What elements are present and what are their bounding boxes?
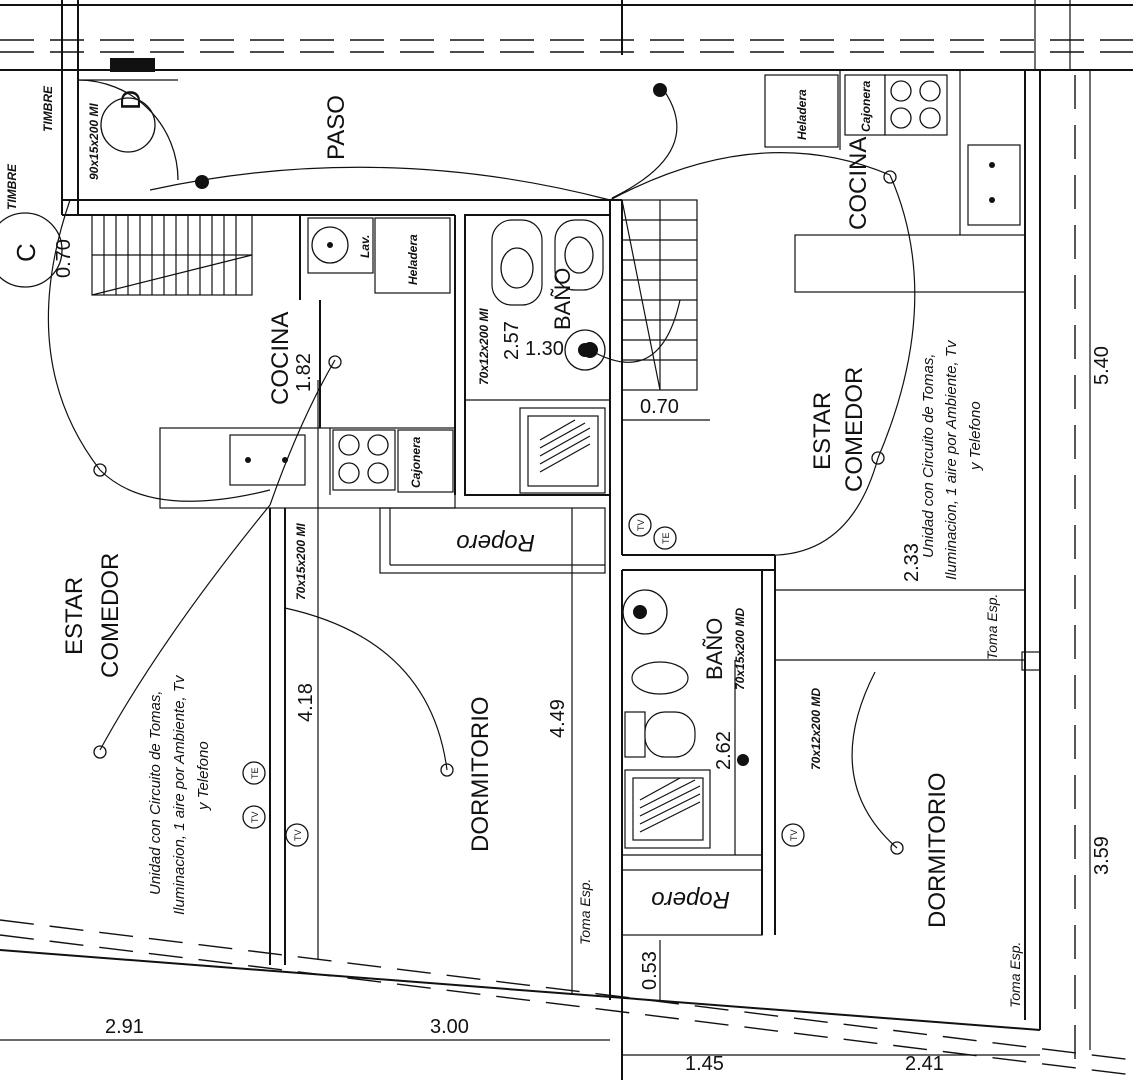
stove-left	[332, 429, 396, 491]
te-2-label: TE	[250, 767, 260, 779]
tv-2-label: TV	[250, 811, 260, 823]
heladera-right	[764, 74, 839, 148]
dim-257: 2.57	[501, 321, 523, 360]
dim-359: 3.59	[1091, 836, 1113, 875]
dim-291: 2.91	[105, 1016, 144, 1038]
tv-4-label: TV	[789, 829, 799, 841]
te-symbol-2	[242, 761, 266, 785]
door-bano1-label: 70x12x200 MI	[477, 308, 491, 385]
text-labels: TIMBRE TIMBRE 90x15x200 MI D C PASO 0.70…	[5, 80, 1113, 1075]
dim-053: 0.53	[639, 951, 661, 990]
dimension-lines	[0, 70, 1091, 1056]
heladera-left	[374, 217, 451, 294]
toma-esp-2: Toma Esp.	[577, 879, 593, 945]
estar-right-1: ESTAR	[809, 392, 836, 470]
cocina-right-label: COCINA	[845, 137, 872, 230]
fixtures	[0, 58, 1021, 849]
dim-241: 2.41	[905, 1053, 944, 1075]
door-bano2-label: 70x15x200 MD	[733, 608, 747, 690]
timbre-left-label: TIMBRE	[5, 163, 19, 210]
tv-symbol-4	[781, 823, 805, 847]
dim-262: 2.62	[713, 731, 735, 770]
door-dorm1-label: 70x15x200 MI	[294, 523, 308, 600]
toma-esp-1: Toma Esp.	[984, 594, 1000, 660]
lav-sink	[307, 217, 374, 274]
ropero-2-label: Ropero	[651, 886, 730, 913]
timbre-top-label: TIMBRE	[41, 85, 55, 132]
heladera-right-label: Heladera	[795, 89, 809, 140]
dim-182: 1.82	[293, 353, 315, 392]
lav-label: Lav.	[358, 235, 372, 258]
tv-symbol-3	[285, 823, 309, 847]
dim-449: 4.49	[547, 699, 569, 738]
unidad-left-1: Unidad con Circuito de Tomas,	[147, 690, 164, 895]
cajonera-right-label: Cajonera	[859, 80, 873, 132]
electrical	[47, 83, 916, 855]
tv-symbol-2	[242, 805, 266, 829]
estar-right-2: COMEDOR	[841, 367, 868, 492]
paso-label: PASO	[323, 95, 350, 160]
circle-c-label: C	[11, 243, 41, 262]
te-symbol-1	[653, 526, 677, 550]
circle-c-symbol	[0, 212, 63, 288]
tv-3-label: TV	[293, 829, 303, 841]
dim-418: 4.18	[295, 683, 317, 722]
circle-d-label: D	[115, 90, 146, 110]
cajonera-left	[397, 429, 454, 493]
shower-1	[519, 407, 606, 494]
dormitorio-2-label: DORMITORIO	[924, 772, 951, 928]
dim-145: 1.45	[685, 1053, 724, 1075]
unidad-right-2: Iluminacion, 1 aire por Ambiente, Tv	[943, 339, 960, 580]
unidad-left-2: Iluminacion, 1 aire por Ambiente, Tv	[171, 674, 188, 915]
unidad-right-3: y Telefono	[967, 401, 984, 471]
dim-233: 2.33	[901, 543, 923, 582]
bano-1-label: BAÑO	[550, 268, 575, 330]
tv-1-label: TV	[636, 519, 646, 531]
heladera-left-label: Heladera	[406, 234, 420, 285]
dim-300: 3.00	[430, 1016, 469, 1038]
cajonera-left-label: Cajonera	[409, 436, 423, 488]
shower-2	[624, 769, 711, 849]
bano-2-label: BAÑO	[702, 618, 727, 680]
circle-d-symbol	[100, 97, 156, 153]
door-d-label: 90x15x200 MI	[87, 103, 101, 180]
unidad-left-3: y Telefono	[195, 741, 212, 811]
dim-540: 5.40	[1091, 346, 1113, 385]
estar-left-1: ESTAR	[61, 577, 88, 655]
te-1-label: TE	[661, 532, 671, 544]
tv-symbol-1	[628, 513, 652, 537]
dim-070-mid: 0.70	[640, 396, 679, 418]
door-dorm2-label: 70x12x200 MD	[809, 688, 823, 770]
dormitorio-1-label: DORMITORIO	[467, 696, 494, 852]
estar-left-2: COMEDOR	[97, 553, 124, 678]
toma-esp-3: Toma Esp.	[1007, 942, 1023, 1008]
cocina-left-label: COCINA	[267, 312, 294, 405]
dim-130: 1.30	[525, 338, 564, 360]
dim-070-left: 0.70	[53, 239, 75, 278]
stove-right	[884, 74, 948, 136]
unidad-right-1: Unidad con Circuito de Tomas,	[920, 353, 937, 558]
ropero-1-label: Ropero	[456, 529, 535, 556]
